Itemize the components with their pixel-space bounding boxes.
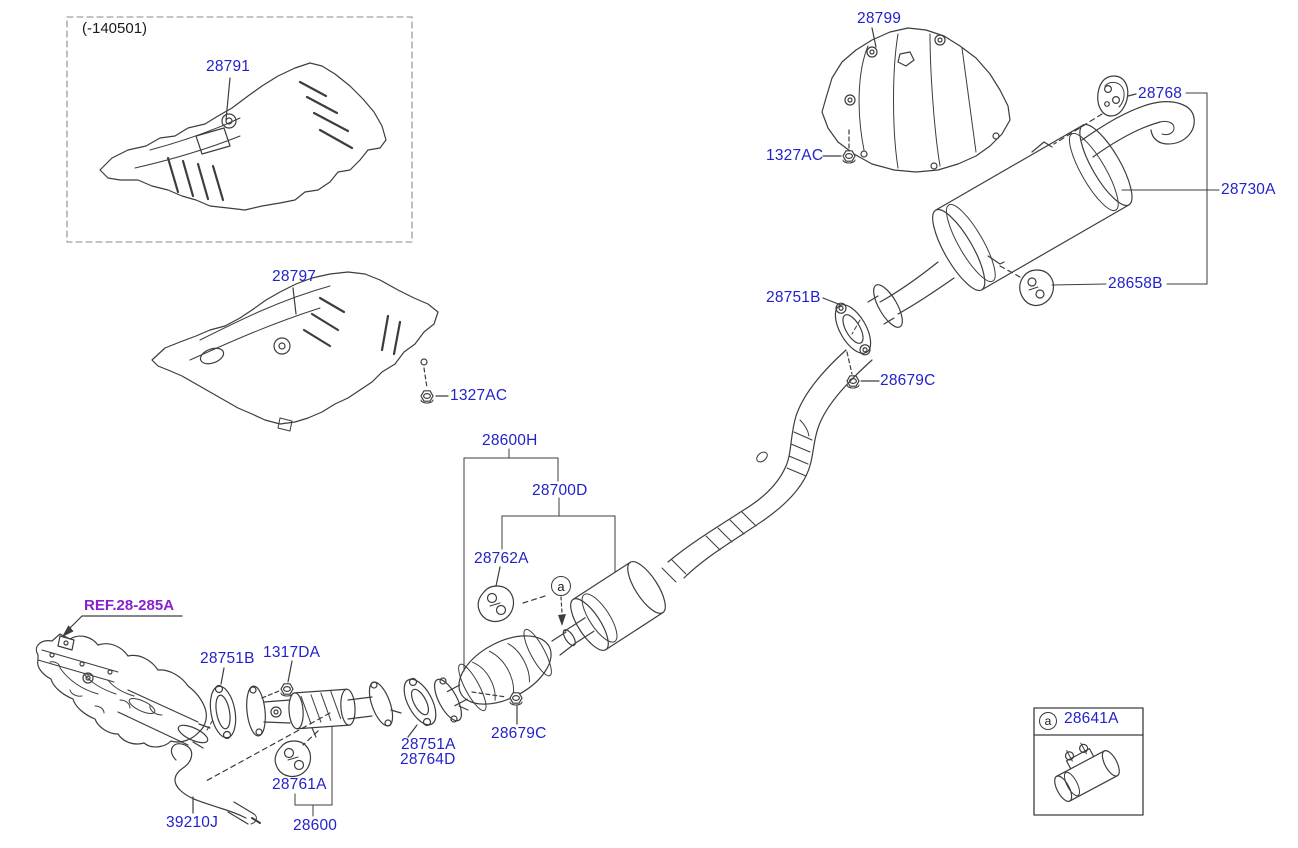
part-label-28600[interactable]: 28600: [293, 817, 338, 834]
part-label-28641a[interactable]: 28641A: [1064, 710, 1119, 727]
part-label-28764d[interactable]: 28764D: [400, 751, 456, 768]
part-label-1327ac-mid[interactable]: 1327AC: [450, 387, 508, 404]
oxygen-sensor-39210j-drawing: [170, 743, 261, 825]
gasket-28751a-drawing: [403, 677, 437, 738]
part-label-28679c-center[interactable]: 28679C: [491, 725, 547, 742]
heat-shield-28797-drawing: [151, 271, 439, 432]
mid-catalyst-drawing: [433, 628, 552, 723]
part-label-28658b[interactable]: 28658B: [1108, 275, 1163, 292]
part-label-28700d[interactable]: 28700D: [532, 482, 588, 499]
part-label-28761a[interactable]: 28761A: [272, 776, 327, 793]
part-label-28768[interactable]: 28768: [1138, 85, 1183, 102]
part-label-1317da[interactable]: 1317DA: [263, 644, 321, 661]
callout-a-marker[interactable]: a: [551, 576, 571, 596]
assembly-bracket-28700d: [501, 497, 616, 573]
nut-1317da-drawing: [261, 660, 294, 699]
gasket-28751b-left-drawing: [209, 667, 237, 740]
assembly-bracket-28600: [294, 726, 333, 817]
hanger-28761a-drawing: [205, 712, 331, 782]
callout-a-letter: a: [557, 578, 565, 594]
legend-a-marker: a: [1039, 712, 1057, 730]
part-label-28679c-right[interactable]: 28679C: [880, 372, 936, 389]
part-label-28600h[interactable]: 28600H: [482, 432, 538, 449]
hanger-28762a-drawing: [477, 566, 546, 623]
ref-leader-arrow: [62, 615, 183, 637]
rear-muffler-28730a-drawing: [867, 101, 1195, 328]
heat-shield-28791-drawing: [99, 62, 387, 211]
center-muffler-drawing: [551, 561, 666, 656]
front-pipe-28600-drawing: [246, 681, 402, 738]
part-label-28751b-left[interactable]: 28751B: [200, 650, 255, 667]
gasket-28751b-right-drawing: [822, 297, 872, 356]
inset-box: [66, 16, 413, 243]
hanger-28658b-drawing: [999, 265, 1055, 307]
intermediate-pipe-drawing: [661, 349, 873, 583]
part-label-39210j[interactable]: 39210J: [166, 814, 219, 831]
bolt-1327ac-top-drawing: [822, 129, 856, 164]
heat-shield-28799-drawing: [821, 27, 1011, 173]
inset-production-note: (-140501): [82, 20, 148, 37]
part-label-28797[interactable]: 28797: [272, 268, 317, 285]
legend-a-letter: a: [1044, 714, 1052, 728]
part-label-28730a[interactable]: 28730A: [1221, 181, 1276, 198]
part-label-1327ac-top[interactable]: 1327AC: [766, 147, 824, 164]
part-label-28799[interactable]: 28799: [857, 10, 902, 27]
part-label-28751b-right[interactable]: 28751B: [766, 289, 821, 306]
legend-box: [1033, 707, 1144, 816]
assembly-bracket-28600h: [463, 448, 559, 672]
nut-28679c-right-drawing: [846, 351, 880, 389]
callout-a-leader: [558, 596, 566, 626]
nut-28679c-center-drawing: [471, 691, 523, 725]
part-label-28762a[interactable]: 28762A: [474, 550, 529, 567]
part-label-28751a[interactable]: 28751A: [401, 736, 456, 753]
part-label-28791[interactable]: 28791: [206, 58, 251, 75]
rear-assembly-leader-lines: [1051, 92, 1220, 286]
exhaust-manifold-drawing: [35, 633, 215, 749]
hanger-28768-drawing: [1053, 75, 1137, 145]
clamp-28641a-drawing: [1054, 742, 1120, 802]
bolt-1327ac-mid-drawing: [420, 390, 449, 404]
reference-label-28-285a[interactable]: REF.28-285A: [84, 597, 175, 614]
